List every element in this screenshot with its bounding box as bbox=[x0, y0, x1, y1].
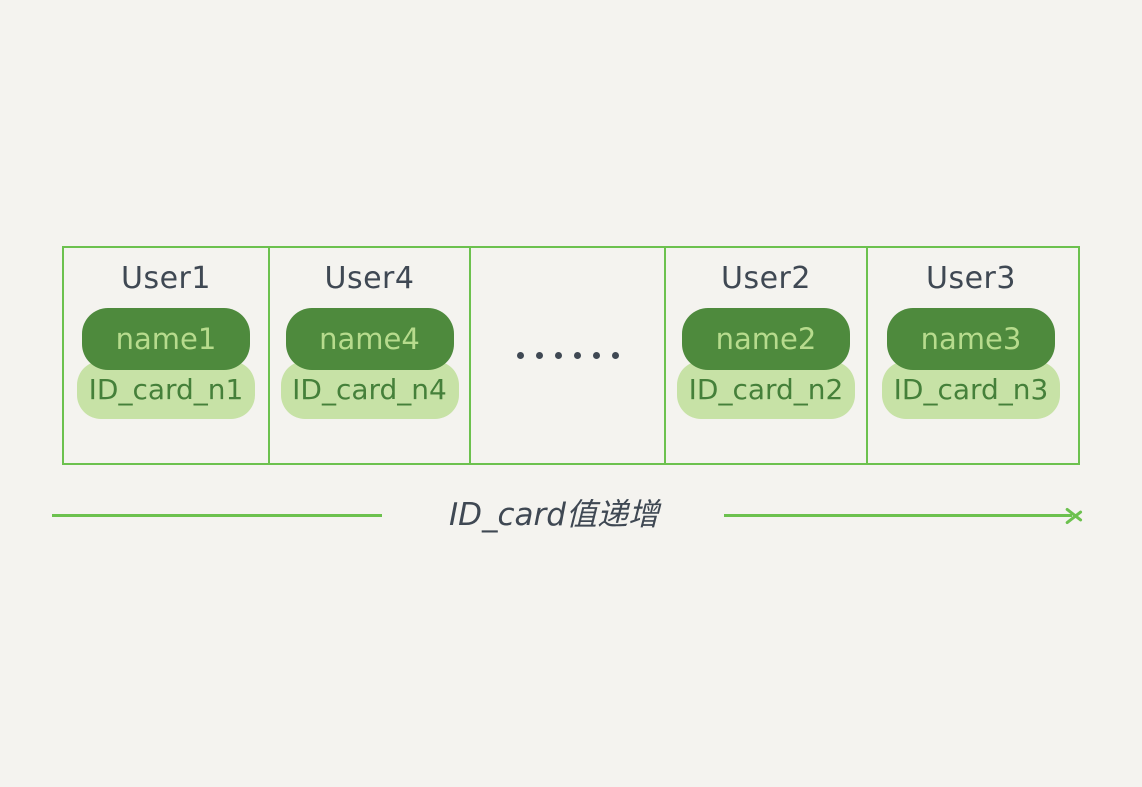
id-card-pill: ID_card_n2 bbox=[677, 360, 855, 419]
id-card-pill: ID_card_n4 bbox=[280, 360, 459, 419]
user-field-stack: name3 ID_card_n3 bbox=[868, 307, 1074, 419]
axis-line-right-segment bbox=[724, 514, 1072, 517]
user-cell-user1[interactable]: User1 name1 ID_card_n1 bbox=[64, 248, 270, 463]
ellipsis-wrapper bbox=[471, 248, 664, 463]
user-table: User1 name1 ID_card_n1 User4 name4 ID_ca… bbox=[62, 246, 1080, 465]
user-cell-title: User1 bbox=[121, 261, 211, 296]
axis-arrow: ID_card值递增 bbox=[52, 492, 1092, 544]
arrow-right-icon bbox=[1064, 503, 1090, 529]
id-card-pill: ID_card_n1 bbox=[77, 360, 255, 419]
id-card-pill: ID_card_n3 bbox=[882, 360, 1060, 419]
user-cell-ellipsis bbox=[471, 248, 666, 463]
user-cell-user3[interactable]: User3 name3 ID_card_n3 bbox=[868, 248, 1074, 463]
user-cell-title: User4 bbox=[324, 261, 415, 296]
user-cell-title: User2 bbox=[721, 261, 811, 296]
name-pill: name4 bbox=[285, 307, 454, 370]
name-pill: name1 bbox=[82, 307, 250, 370]
name-pill: name2 bbox=[682, 307, 850, 370]
user-field-stack: name2 ID_card_n2 bbox=[666, 307, 866, 419]
axis-line-left-segment bbox=[52, 514, 382, 517]
ellipsis-icon bbox=[516, 352, 619, 359]
user-field-stack: name4 ID_card_n4 bbox=[270, 307, 469, 419]
name-pill: name3 bbox=[887, 307, 1055, 370]
axis-label: ID_card值递增 bbox=[449, 497, 659, 533]
user-cell-user2[interactable]: User2 name2 ID_card_n2 bbox=[666, 248, 868, 463]
user-cell-user4[interactable]: User4 name4 ID_card_n4 bbox=[270, 248, 471, 463]
user-field-stack: name1 ID_card_n1 bbox=[64, 307, 268, 419]
user-cell-title: User3 bbox=[926, 261, 1016, 296]
